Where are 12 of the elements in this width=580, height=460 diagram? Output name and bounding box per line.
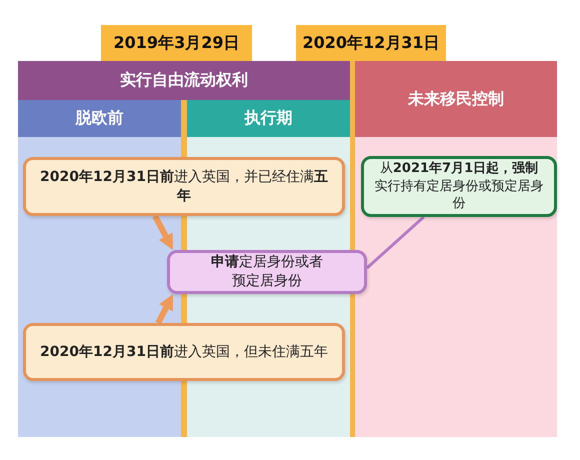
- arrow: [152, 214, 174, 250]
- status-box: 申请定居身份或者预定居身份: [167, 250, 367, 294]
- arrow: [156, 294, 174, 324]
- date-tab: 2020年12月31日: [296, 25, 446, 61]
- condition-box: 2020年12月31日前进入英国，但未住满五年: [23, 323, 345, 381]
- condition-box: 2020年12月31日前进入英国，并已经住满五年: [23, 157, 345, 216]
- header-band: 实行自由流动权利: [18, 61, 350, 100]
- date-tab: 2019年3月29日: [101, 25, 252, 61]
- connector-line: [366, 216, 425, 270]
- column-header: 脱欧前: [18, 100, 181, 137]
- column-header: 执行期: [187, 100, 350, 137]
- column-header: 未来移民控制: [355, 61, 557, 137]
